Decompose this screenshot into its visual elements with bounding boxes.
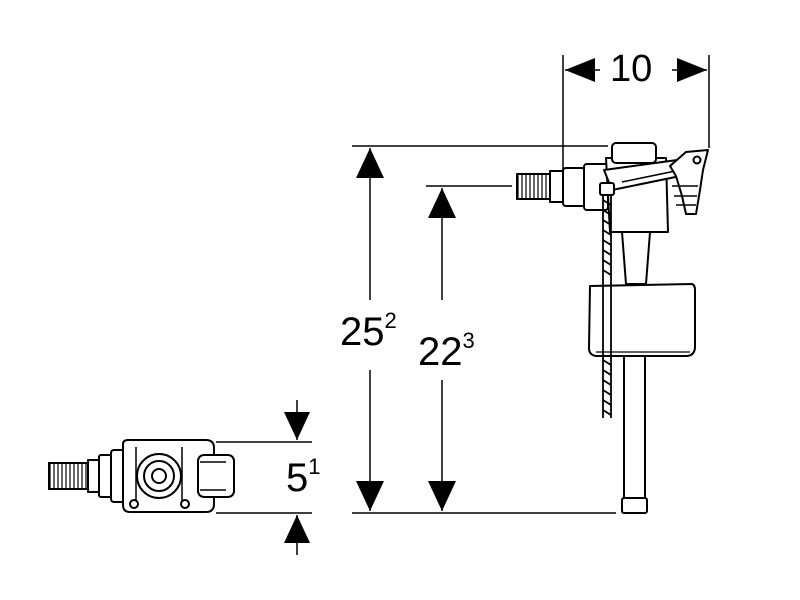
adjustment-rod (602, 186, 612, 418)
width-dimension-label: 10 (610, 50, 652, 88)
arrow-width-left (565, 58, 595, 82)
side-height-value: 5 (286, 456, 309, 500)
width-value: 10 (610, 48, 653, 90)
inlet-thread (516, 173, 552, 200)
inlet-nut (549, 170, 565, 203)
side-height-fraction: 1 (308, 454, 321, 479)
total-height-fraction: 2 (384, 308, 397, 333)
arrow-inlet-top (428, 188, 456, 218)
inlet-height-fraction: 3 (462, 328, 475, 353)
side-height-dimension-label: 51 (286, 456, 321, 500)
fill-valve-front-view (516, 142, 709, 514)
arrow-side-top (284, 412, 310, 440)
float-box (588, 283, 696, 357)
side-inlet-thread (48, 462, 90, 490)
arrowheads (284, 58, 707, 543)
arrow-width-right (677, 58, 707, 82)
valve-cap (611, 142, 657, 164)
lever-bracket (669, 149, 709, 215)
valve-stem (621, 231, 651, 285)
total-height-dimension-label: 252 (340, 310, 397, 354)
inlet-height-dimension-label: 223 (418, 330, 475, 374)
arrow-total-bottom (356, 481, 384, 511)
fill-valve-side-view (48, 439, 235, 513)
inlet-height-value: 22 (418, 330, 463, 374)
arrow-inlet-bottom (428, 481, 456, 511)
arrow-side-bottom (284, 515, 310, 543)
arrow-total-top (356, 148, 384, 178)
total-height-value: 25 (340, 310, 385, 354)
lower-tube (623, 355, 646, 509)
